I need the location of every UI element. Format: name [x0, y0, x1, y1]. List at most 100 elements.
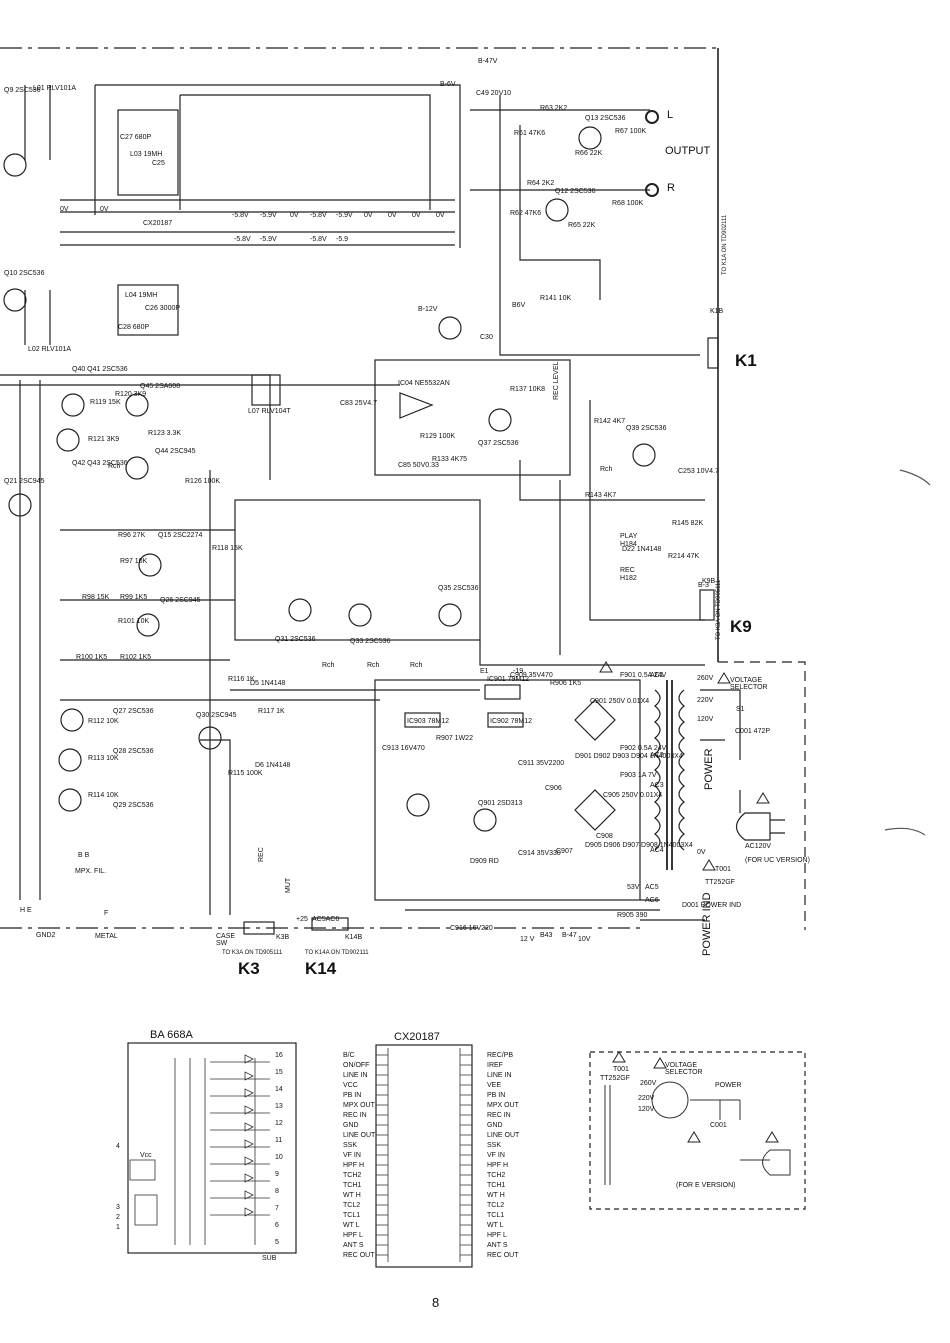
ba-pin-10: 10	[275, 1154, 283, 1161]
d901-label: D901 D902 D903 D904 1N4003X4	[575, 753, 683, 760]
cx-pin-right-37: MPX OUT	[487, 1102, 519, 1109]
ac3-label: AC3	[650, 782, 664, 789]
q45-label: Q45 2SA608	[140, 383, 181, 390]
r143-label: R143 4K7	[585, 492, 617, 499]
f-tag: F	[104, 910, 109, 917]
d001-label: D001 POWER IND	[682, 902, 742, 909]
c27-label: C27 680P	[120, 134, 152, 141]
level-3: 0V	[290, 212, 299, 219]
r129-label: R129 100K	[420, 433, 456, 440]
transistor-symbol	[473, 808, 497, 832]
transistor-symbol	[632, 443, 656, 467]
r137-label: R137 10K8	[510, 386, 546, 393]
transformer-winding	[654, 689, 661, 851]
cx-pin-right-40: LINE IN	[487, 1072, 512, 1079]
level-1: -5.8V	[232, 212, 249, 219]
metal-label: METAL	[95, 933, 118, 940]
rail-b6b: B6V	[512, 302, 526, 309]
c907-label: C907	[556, 848, 573, 855]
cx20187-title: CX20187	[394, 1031, 440, 1043]
jack-r	[645, 183, 659, 197]
cx-pin-left-5: PB IN	[343, 1092, 362, 1099]
plus25-label: +25	[296, 916, 308, 923]
r114-label: R114 10K	[88, 792, 119, 799]
ba-pin-7: 7	[275, 1205, 279, 1212]
transistor-symbol	[3, 153, 27, 177]
level-4: -5.8V	[310, 212, 327, 219]
q27-label: Q27 2SC536	[113, 708, 154, 715]
q42-label: Q42 Q43 2SC536	[72, 460, 128, 467]
rch-tag-1: Rch	[108, 463, 121, 470]
cx-pin-right-25: WT L	[487, 1222, 504, 1229]
ac-plug	[735, 812, 785, 841]
cx-pin-left-8: GND	[343, 1122, 359, 1129]
q39-label: Q39 2SC536	[626, 425, 667, 432]
q35-label: Q35 2SC536	[438, 585, 479, 592]
level-9: 0V	[436, 212, 445, 219]
e-t001-label: T001	[613, 1066, 629, 1073]
transistor-symbol	[138, 553, 162, 577]
cx-pin-right-22: REC OUT	[487, 1252, 519, 1259]
l02-label: L02 RLV101A	[28, 346, 72, 353]
mid-amp-block	[234, 499, 481, 641]
ba-pin-4: 4	[116, 1143, 120, 1150]
cx-pin-left-20: ANT S	[343, 1242, 364, 1249]
r115-label: R115 100K	[228, 770, 263, 777]
cx-pin-grid	[376, 1048, 472, 1262]
ba668a-title: BA 668A	[150, 1029, 193, 1041]
c25-label: C25	[152, 160, 165, 167]
c26-label: C26 3000P	[145, 305, 181, 312]
connector-k14: K14	[305, 959, 337, 978]
gnd2-label: GND2	[36, 932, 56, 939]
level-13: -5.8V	[310, 236, 327, 243]
level-12: -5.9V	[260, 236, 277, 243]
level-8: 0V	[412, 212, 421, 219]
h-e-tag: H E	[20, 907, 32, 914]
ba-pin-13: 13	[275, 1103, 283, 1110]
page-number: 8	[432, 1295, 440, 1310]
cx-pin-left-1: B/C	[343, 1052, 355, 1059]
r65-label: R65 22K	[568, 222, 596, 229]
c85-label: C85 50V0.33	[398, 462, 439, 469]
c916-label: C916 16V220	[450, 925, 493, 932]
ac1-label: AC1	[650, 672, 664, 679]
ac2-label: AC2	[650, 752, 664, 759]
cx-pin-left-7: REC IN	[343, 1112, 367, 1119]
ba-pin-8: 8	[275, 1188, 279, 1195]
transistor-symbol	[136, 613, 160, 637]
q31-label: Q31 2SC536	[275, 636, 316, 643]
trace	[19, 380, 41, 900]
connector-k9b: K9B	[702, 578, 716, 585]
r112-label: R112 10K	[88, 718, 119, 725]
trace	[209, 400, 705, 915]
frame-right-lower	[718, 661, 806, 930]
v220-label: 220V	[697, 697, 714, 704]
cx-pin-right-26: TCL1	[487, 1212, 505, 1219]
transistor-symbol	[125, 456, 149, 480]
ba-pin-6: 6	[275, 1222, 279, 1229]
rail-b6: B-6V	[440, 81, 456, 88]
cx-pin-left-19: HPF L	[343, 1232, 363, 1239]
t001-label: T001	[715, 866, 731, 873]
power-ind-label: POWER IND	[701, 892, 713, 956]
e-cap-label: C001	[710, 1122, 727, 1129]
cx-pin-left-10: SSK	[343, 1142, 358, 1149]
rec-ref: H182	[620, 575, 637, 582]
r116-label: R116 1K	[228, 676, 255, 683]
s1-label: S1	[736, 706, 745, 713]
c901-label: C901 250V 0.01X4	[590, 698, 650, 705]
d6-label: D6 1N4148	[255, 762, 291, 769]
r61-label: R61 47K6	[514, 130, 546, 137]
ba-pin-1: 1	[116, 1224, 120, 1231]
cx-pin-left-21: REC OUT	[343, 1252, 375, 1259]
r214-label: R214 47K	[668, 553, 700, 560]
d5-label: D5 1N4148	[250, 680, 286, 687]
v260-label: 260V	[697, 675, 714, 682]
ba-vcc-label: Vcc	[140, 1152, 152, 1159]
q15-label: Q15 2SC2274	[158, 532, 203, 539]
connector-k14-body	[311, 917, 349, 931]
cx-pin-right-39: VEE	[487, 1082, 502, 1089]
r113-label: R113 10K	[88, 755, 119, 762]
c906-label: C906	[545, 785, 562, 792]
q9-label: Q9 2SC536	[4, 87, 41, 94]
